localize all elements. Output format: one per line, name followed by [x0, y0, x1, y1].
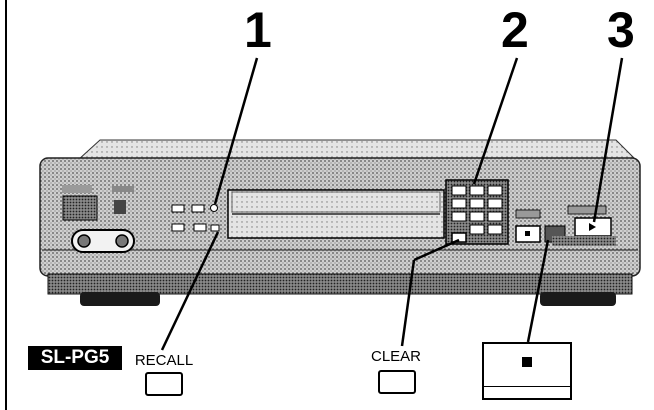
indicator-1 [171, 204, 185, 213]
callout-step-3: 3 [607, 2, 635, 58]
player-top-cover [76, 139, 638, 161]
foot-right [540, 292, 616, 306]
leader-line-recall [160, 231, 220, 351]
recall-led [210, 204, 218, 212]
label-strip [112, 186, 134, 192]
stop-panel-divider [484, 386, 570, 387]
leader-line-3 [592, 57, 624, 223]
player-base [47, 273, 633, 295]
leader-line-clear-b [400, 259, 416, 347]
brand-plate [62, 185, 92, 193]
recall-label: RECALL [134, 352, 194, 369]
transport-label-1 [515, 209, 541, 219]
leader-line-stop [526, 239, 550, 343]
display-window [231, 191, 441, 213]
play-glyph-small [589, 223, 596, 231]
model-badge: SL-PG5 [28, 346, 122, 370]
stop-glyph-small [525, 231, 530, 236]
leader-line-clear-a [413, 238, 460, 262]
indicator-4 [193, 223, 207, 232]
power-switch [62, 195, 98, 221]
level-knob [115, 234, 129, 248]
foot-left [80, 292, 160, 306]
recall-button-on-player [210, 224, 220, 232]
callout-step-1: 1 [244, 2, 272, 58]
stop-icon [522, 357, 532, 367]
transport-label-2 [567, 205, 607, 215]
clear-button-on-player [451, 232, 467, 243]
leader-line-1 [213, 57, 259, 205]
small-button [114, 200, 126, 214]
clear-button[interactable] [378, 370, 416, 394]
transport-strip [552, 236, 616, 246]
recall-button[interactable] [145, 372, 183, 396]
callout-step-2: 2 [501, 2, 529, 58]
clear-label: CLEAR [370, 348, 422, 365]
indicator-3 [171, 223, 185, 232]
stop-button[interactable] [482, 342, 572, 400]
phones-jack [77, 234, 91, 248]
leader-line-2 [472, 57, 519, 185]
indicator-2 [191, 204, 205, 213]
